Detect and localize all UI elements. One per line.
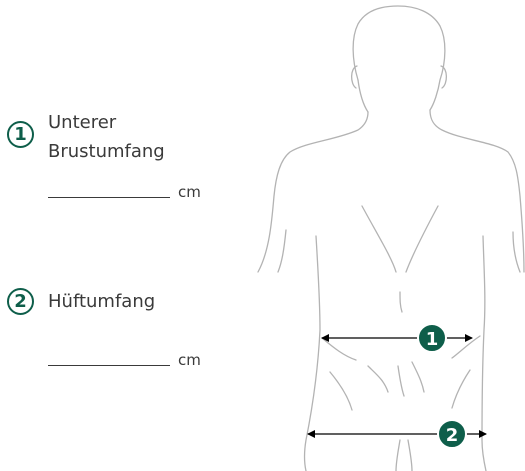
hip-detail-left (368, 366, 388, 392)
back-curve-left (322, 338, 356, 360)
waist-fold-right (452, 370, 470, 408)
torso-left (305, 236, 321, 471)
leg-line-left (396, 440, 400, 471)
right-arm-inner (513, 232, 520, 272)
leg-line-right (408, 440, 412, 471)
hip-detail-mid (398, 366, 404, 396)
waist-fold-left (330, 372, 352, 410)
spine-line (400, 292, 402, 312)
back-curve-right (452, 336, 480, 358)
arrow-2-number: 2 (446, 425, 459, 446)
back-line-right (406, 206, 438, 272)
measurement-arrow-1: 1 (322, 324, 472, 352)
neck-shoulder-right (430, 110, 524, 272)
measurement-arrow-2: 2 (308, 420, 486, 448)
back-line-left (362, 206, 396, 272)
left-ear (352, 66, 357, 88)
arrow-1-number: 1 (426, 329, 439, 350)
hip-detail-right (412, 362, 424, 392)
neck-shoulder-left (258, 112, 368, 272)
head-left-side (358, 80, 368, 112)
torso-right (482, 236, 486, 471)
head-outline (353, 6, 445, 110)
left-arm-inner (278, 230, 286, 272)
right-ear (441, 66, 446, 88)
